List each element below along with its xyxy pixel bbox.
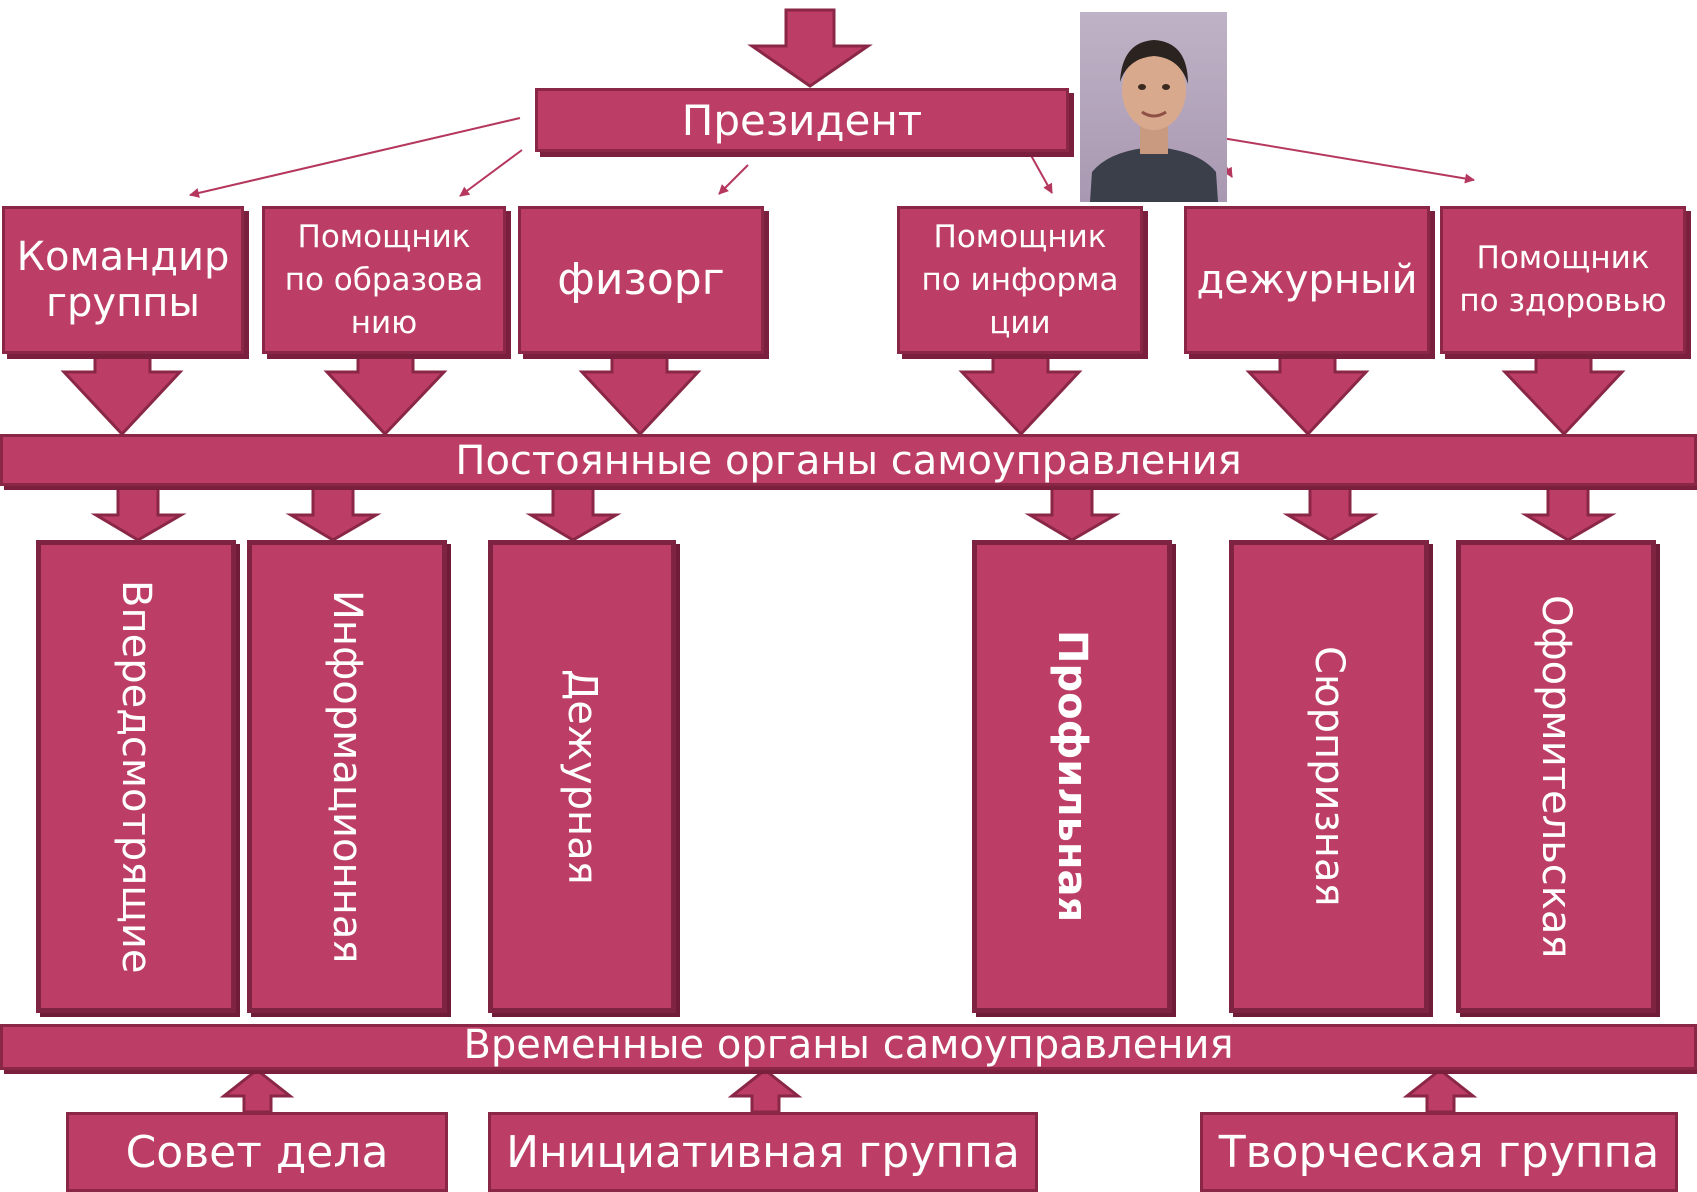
arrow-up-1	[219, 1068, 295, 1114]
role-commander: Командир группы	[2, 206, 244, 354]
arrow-role-3	[578, 350, 702, 437]
person-photo	[1080, 12, 1227, 202]
group-creative: Творческая группа	[1200, 1112, 1678, 1192]
person-photo-icon	[1090, 40, 1218, 202]
permanent-bodies-bar: Постоянные органы самоуправления	[0, 434, 1697, 486]
committee-lookouts-label: Впередсмотрящие	[113, 579, 159, 974]
committee-information: Информационная	[247, 540, 447, 1013]
role-health-assistant-label: Помощник по здоровью	[1459, 240, 1667, 319]
committee-surprise-label: Сюрпризная	[1306, 646, 1352, 907]
arrow-com-3	[525, 484, 622, 542]
arrow-com-5	[1282, 484, 1379, 542]
line-to-role-6	[1221, 137, 1475, 184]
role-education-assistant: Помощник по образованию	[262, 206, 506, 354]
arrow-role-5	[1245, 350, 1370, 437]
role-information-assistant: Помощник по информации	[897, 206, 1143, 354]
committee-lookouts: Впередсмотрящие	[36, 540, 236, 1013]
role-information-assistant-label: Помощник по информации	[921, 218, 1119, 341]
committee-profile: Профильная	[972, 540, 1172, 1013]
arrow-com-4	[1024, 484, 1121, 542]
role-duty: дежурный	[1184, 206, 1430, 354]
role-fizorg-label: физорг	[557, 254, 725, 305]
line-to-role-4	[1027, 149, 1053, 194]
temporary-bodies-label: Временные органы самоуправления	[463, 1024, 1234, 1068]
role-education-assistant-label: Помощник по образованию	[284, 218, 484, 341]
arrow-up-2	[727, 1068, 803, 1114]
committee-information-label: Информационная	[324, 589, 370, 964]
top-arrow	[747, 8, 873, 88]
committee-duty: Дежурная	[488, 540, 676, 1013]
arrow-up-3	[1402, 1068, 1478, 1114]
arrow-role-4	[958, 350, 1083, 437]
role-duty-label: дежурный	[1196, 257, 1418, 303]
group-council: Совет дела	[66, 1112, 448, 1192]
role-commander-label: Командир группы	[16, 234, 230, 326]
arrow-com-6	[1520, 484, 1617, 542]
line-to-role-1	[189, 117, 521, 198]
group-initiative-label: Инициативная группа	[506, 1126, 1020, 1178]
committee-duty-label: Дежурная	[559, 668, 605, 885]
committee-profile-label: Профильная	[1049, 630, 1095, 923]
arrow-com-2	[285, 484, 382, 542]
role-fizorg: физорг	[518, 206, 764, 354]
group-initiative: Инициативная группа	[488, 1112, 1038, 1192]
president-label: Президент	[681, 95, 923, 145]
temporary-bodies-bar: Временные органы самоуправления	[0, 1024, 1697, 1070]
president-box: Президент	[535, 88, 1069, 152]
line-to-role-3	[718, 164, 749, 195]
group-council-label: Совет дела	[125, 1126, 389, 1178]
arrow-role-1	[60, 350, 184, 437]
role-health-assistant: Помощник по здоровью	[1440, 206, 1686, 354]
arrow-role-2	[323, 350, 448, 437]
committee-design-label: Оформительская	[1533, 594, 1579, 959]
group-creative-label: Творческая группа	[1218, 1126, 1660, 1178]
line-to-role-2	[459, 149, 523, 197]
arrow-role-6	[1501, 350, 1626, 437]
committee-design: Оформительская	[1456, 540, 1656, 1013]
arrow-com-1	[90, 484, 187, 542]
committee-surprise: Сюрпризная	[1229, 540, 1429, 1013]
permanent-bodies-label: Постоянные органы самоуправления	[455, 438, 1242, 484]
